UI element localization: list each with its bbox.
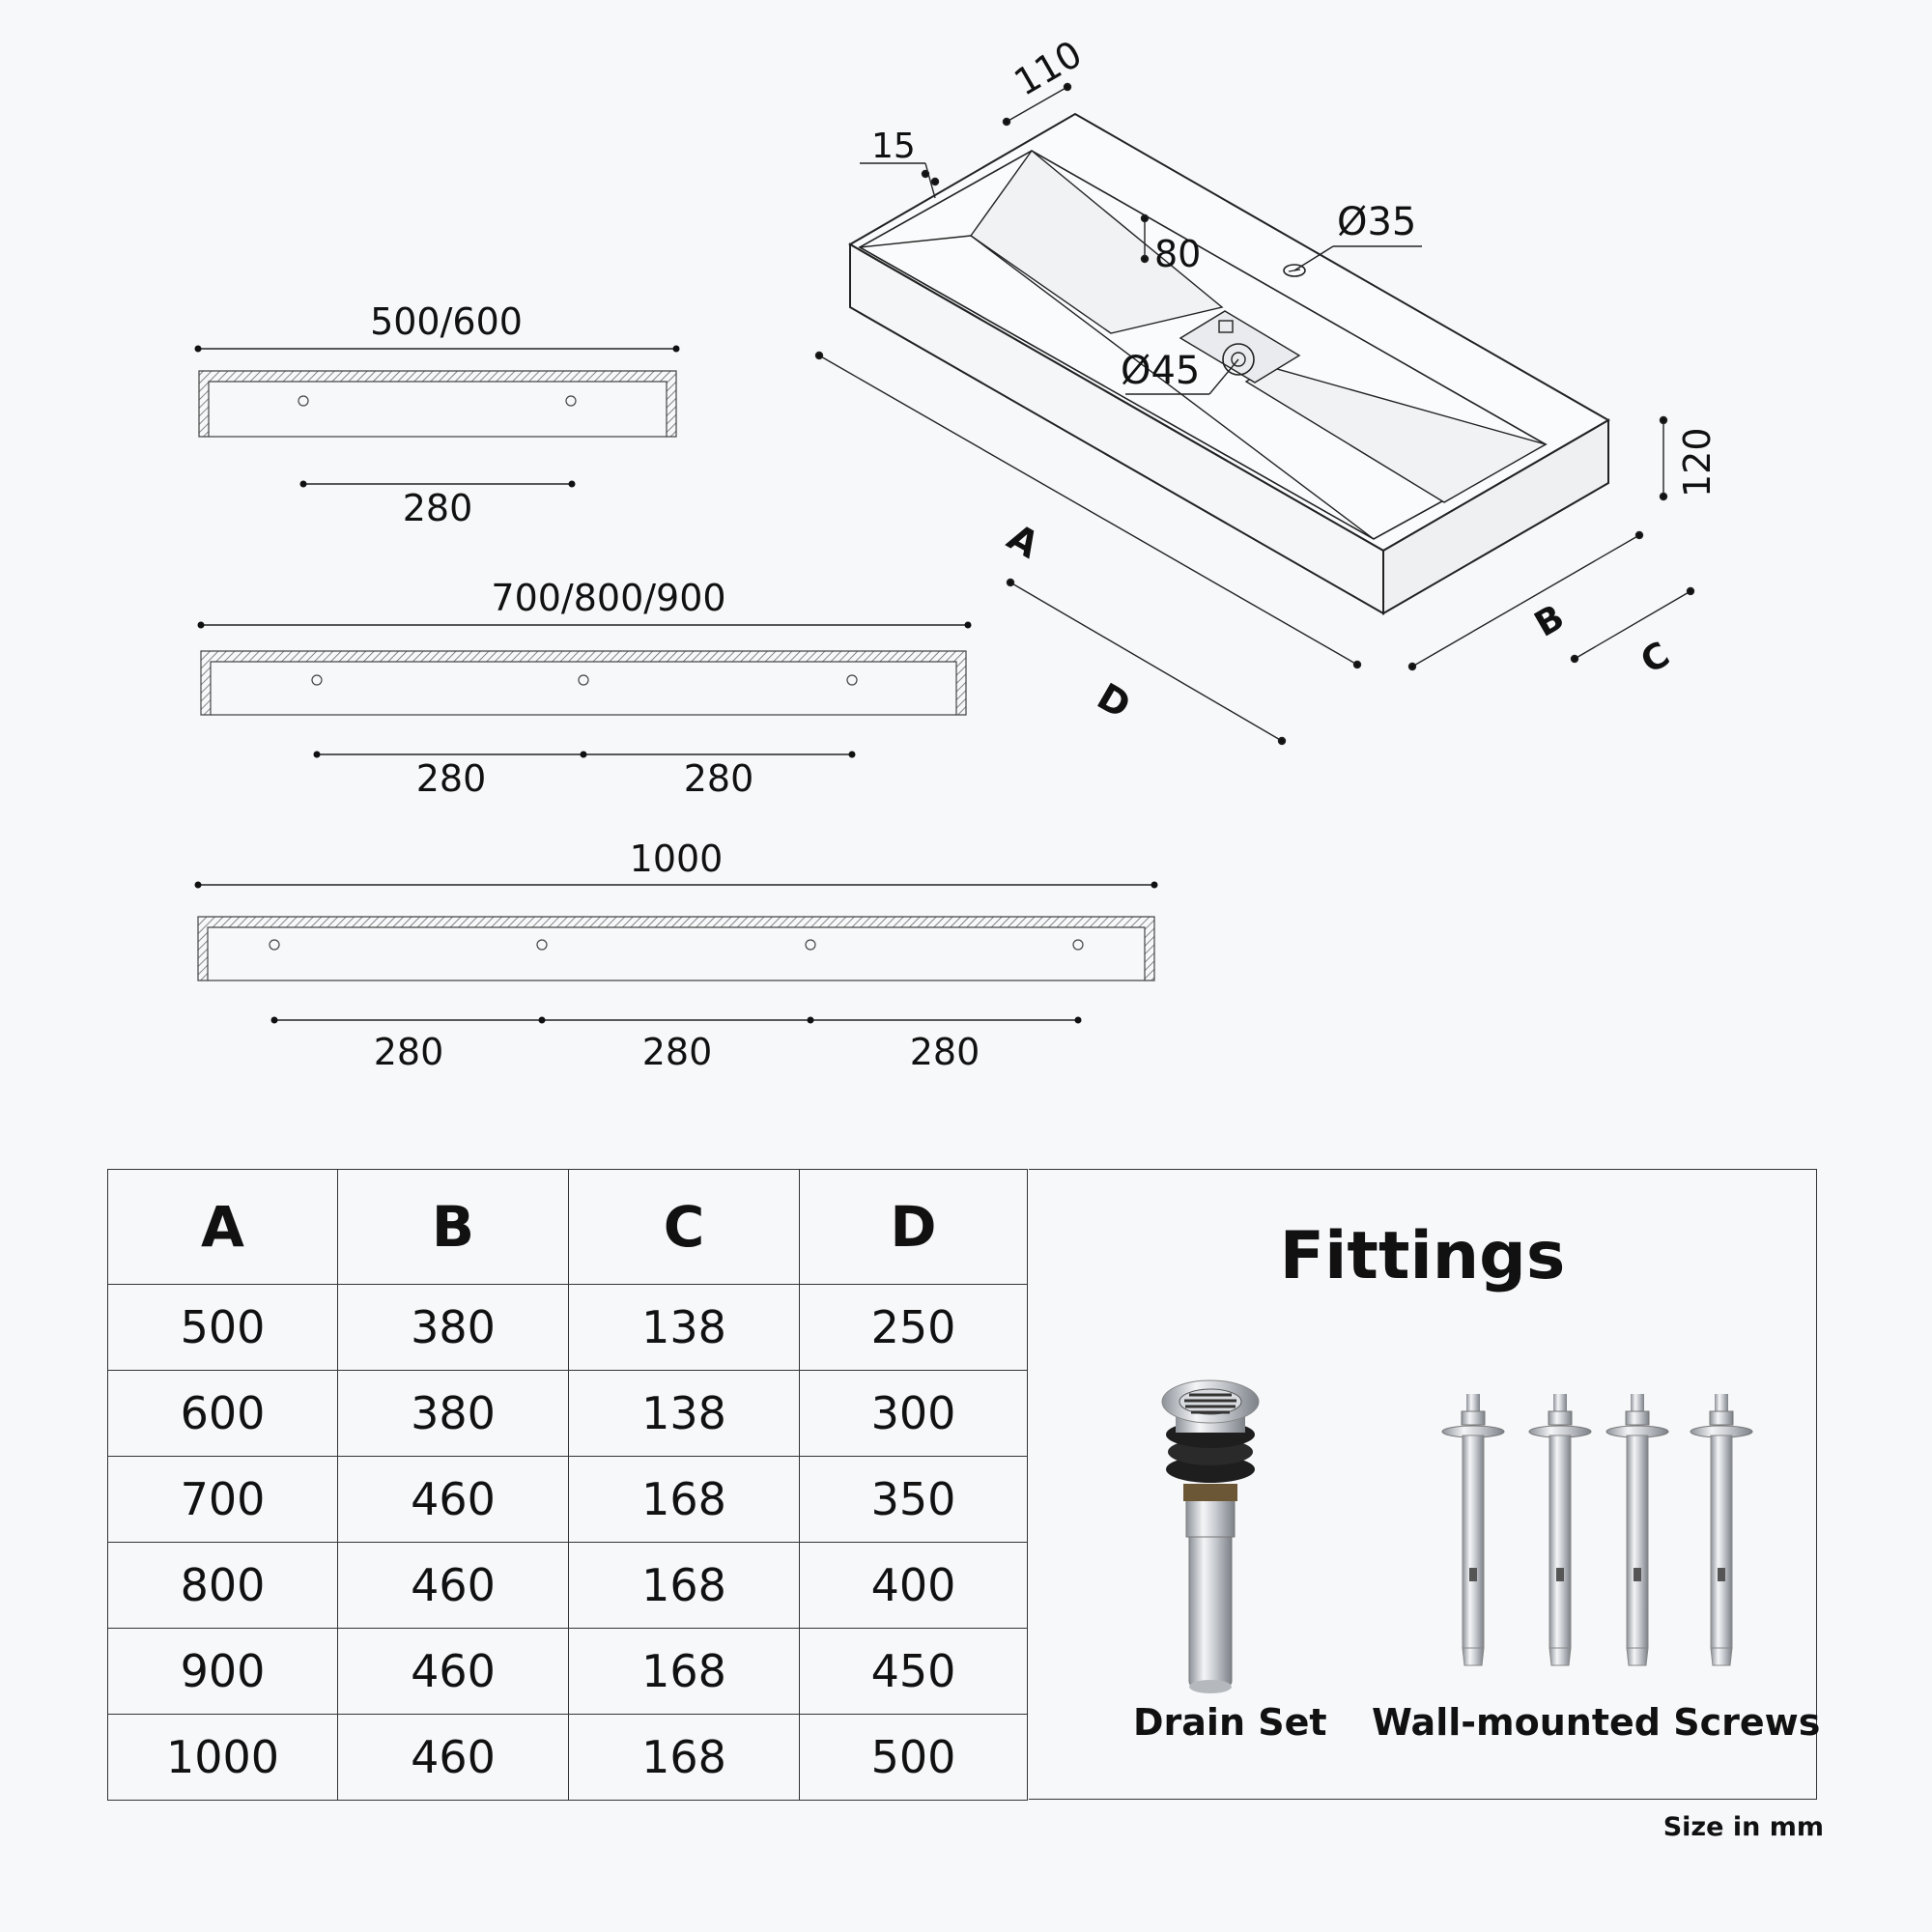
dimension-b-label: B xyxy=(1528,598,1571,645)
table-cell: 700 xyxy=(107,1456,338,1543)
table-cell: 380 xyxy=(337,1284,569,1371)
fittings-panel: Fittings xyxy=(1029,1169,1821,1800)
drain-hole-label: Ø45 xyxy=(1121,349,1200,393)
dimension-c-label: C xyxy=(1634,635,1676,682)
table-row: 700 460 168 350 xyxy=(107,1456,1028,1543)
table-cell: 350 xyxy=(799,1456,1028,1543)
basin-dimension-lines xyxy=(814,82,1695,746)
bracket-spacing-label: 280 xyxy=(684,757,754,800)
table-cell: 460 xyxy=(337,1628,569,1715)
basin-isometric xyxy=(847,112,1611,615)
bracket-500-600: 500/600 280 xyxy=(194,300,680,529)
table-cell: 460 xyxy=(337,1456,569,1543)
table-cell: 500 xyxy=(107,1284,338,1371)
bracket-width-label: 1000 xyxy=(630,838,724,880)
table-cell: 168 xyxy=(568,1714,800,1801)
table-header-row: A B C D xyxy=(107,1169,1028,1285)
header-b: B xyxy=(337,1169,569,1285)
bracket-spacing-label: 280 xyxy=(374,1031,444,1073)
table-cell: 250 xyxy=(799,1284,1028,1371)
table-cell: 600 xyxy=(107,1370,338,1457)
header-a: A xyxy=(107,1169,338,1285)
bracket-700-800-900: 700/800/900 280 280 xyxy=(197,577,972,800)
table-row: 500 380 138 250 xyxy=(107,1284,1028,1371)
table-cell: 1000 xyxy=(107,1714,338,1801)
table-cell: 168 xyxy=(568,1628,800,1715)
drain-set-label: Drain Set xyxy=(1133,1701,1327,1744)
drain-set-icon xyxy=(1161,1379,1260,1693)
bracket-spacing-label: 280 xyxy=(416,757,487,800)
table-cell: 138 xyxy=(568,1284,800,1371)
bracket-spacing-label: 280 xyxy=(910,1031,980,1073)
table-row: 1000 460 168 500 xyxy=(107,1714,1028,1801)
table-cell: 300 xyxy=(799,1370,1028,1457)
bracket-spacing-label: 280 xyxy=(403,487,473,529)
wall-screws-label: Wall-mounted Screws xyxy=(1372,1701,1821,1744)
height-label: 120 xyxy=(1676,427,1719,497)
table-row: 800 460 168 400 xyxy=(107,1542,1028,1629)
wall-screw-icon xyxy=(1605,1394,1669,1666)
tap-hole-label: Ø35 xyxy=(1337,200,1416,244)
bracket-width-label: 700/800/900 xyxy=(491,577,725,619)
fittings-title: Fittings xyxy=(1279,1218,1566,1294)
lip-depth-label: 110 xyxy=(1008,32,1090,103)
header-c: C xyxy=(568,1169,800,1285)
wall-screw-icon xyxy=(1441,1394,1505,1666)
table-cell: 800 xyxy=(107,1542,338,1629)
wall-screw-icon xyxy=(1528,1394,1592,1666)
header-d: D xyxy=(799,1169,1028,1285)
table-cell: 168 xyxy=(568,1542,800,1629)
table-cell: 460 xyxy=(337,1542,569,1629)
technical-drawing: 110 15 Ø35 80 Ø45 120 A B C D 500/600 28… xyxy=(194,32,1719,1073)
fittings-illustration xyxy=(1161,1379,1753,1693)
bracket-1000: 1000 280 280 280 xyxy=(194,838,1158,1073)
table-cell: 168 xyxy=(568,1456,800,1543)
dimension-d-label: D xyxy=(1091,675,1138,727)
table-cell: 900 xyxy=(107,1628,338,1715)
table-cell: 450 xyxy=(799,1628,1028,1715)
drain-offset-label: 80 xyxy=(1154,233,1201,275)
bracket-spacing-label: 280 xyxy=(642,1031,713,1073)
dimension-a-label: A xyxy=(1001,516,1047,567)
table-cell: 380 xyxy=(337,1370,569,1457)
table-cell: 138 xyxy=(568,1370,800,1457)
units-note: Size in mm xyxy=(1662,1812,1824,1842)
table-cell: 460 xyxy=(337,1714,569,1801)
table-cell: 400 xyxy=(799,1542,1028,1629)
wall-thickness-label: 15 xyxy=(871,127,916,166)
wall-screw-icon xyxy=(1690,1394,1753,1666)
table-row: 600 380 138 300 xyxy=(107,1370,1028,1457)
table-row: 900 460 168 450 xyxy=(107,1628,1028,1715)
table-cell: 500 xyxy=(799,1714,1028,1801)
size-table: A B C D 500 380 138 250 600 380 138 300 … xyxy=(107,1169,1028,1801)
bracket-width-label: 500/600 xyxy=(370,300,523,343)
